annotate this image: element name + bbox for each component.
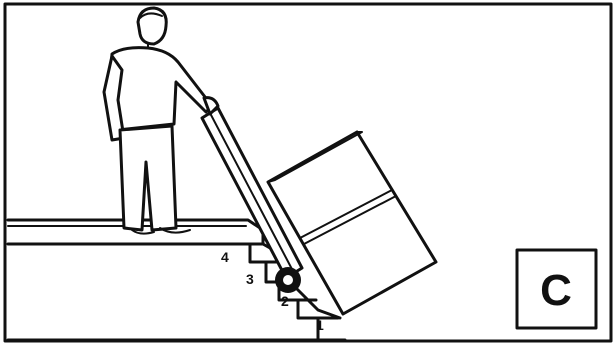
person-with-hand-truck-icon [104,8,218,234]
panel-letter: C [540,266,572,315]
step-label-2: 2 [281,293,289,309]
wheel-icon [275,267,301,293]
step-label-4: 4 [221,249,229,265]
panel-letter-badge: C [517,250,596,328]
step-label-3: 3 [246,271,254,287]
step-label-1: 1 [316,317,324,333]
